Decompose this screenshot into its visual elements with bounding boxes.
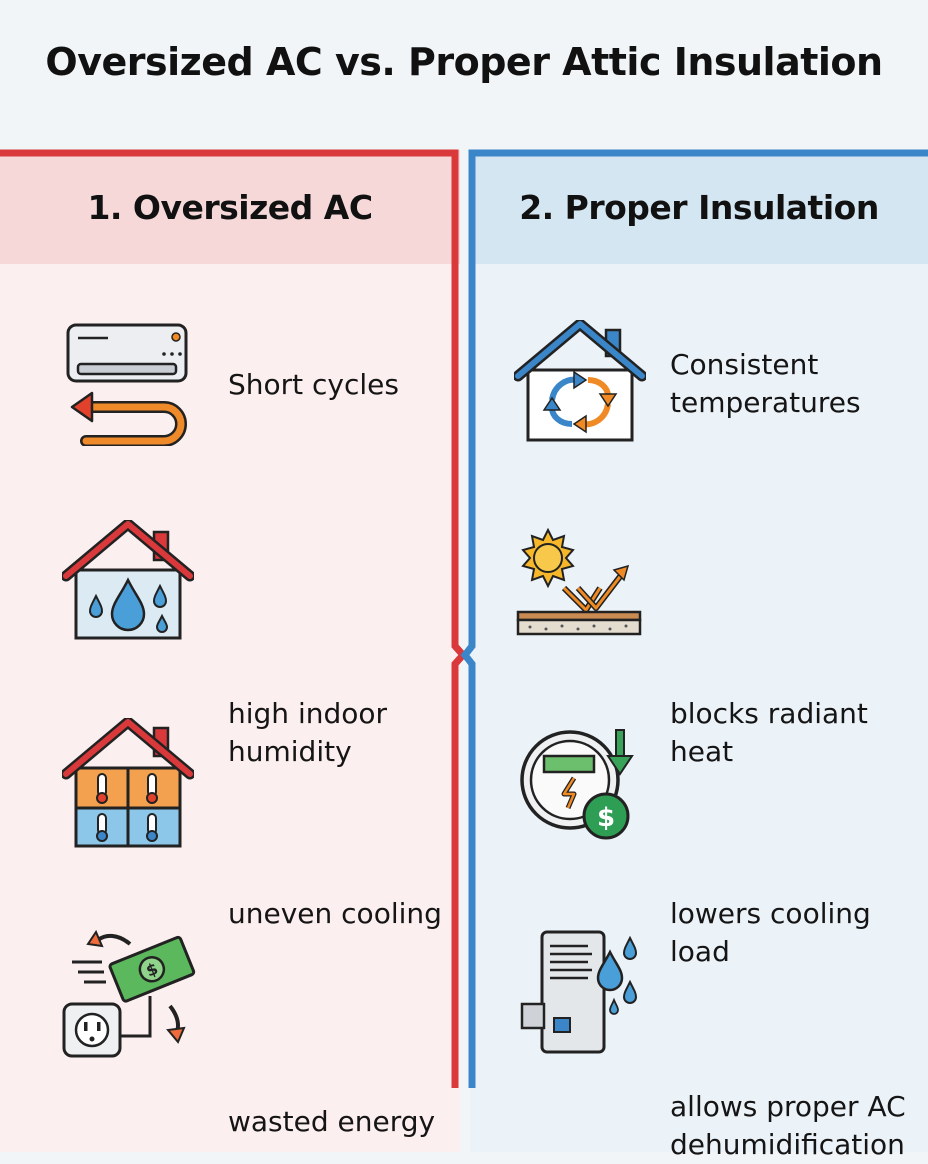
page-title: Oversized AC vs. Proper Attic Insulation xyxy=(45,40,883,84)
dehumidifier-icon xyxy=(520,930,638,1054)
left-item-label-1: Short cycles xyxy=(228,368,399,401)
ac-unit-cycle-icon xyxy=(66,323,188,446)
proper-insulation-column: 2. Proper Insulation Consistent temperat… xyxy=(470,150,928,1161)
uneven-temperature-house-icon xyxy=(62,718,194,848)
right-item-label-2: blocks radiant heat xyxy=(670,697,868,768)
humid-house-icon xyxy=(62,520,194,640)
left-item-label-4: wasted energy xyxy=(228,1105,436,1138)
right-column-heading: 2. Proper Insulation xyxy=(470,150,928,264)
money-outlet-icon: $ xyxy=(62,929,196,1058)
left-item-label-2: high indoor humidity xyxy=(228,697,388,768)
right-item-label-3: lowers cooling load xyxy=(670,897,871,968)
meter-dollar-icon: $ xyxy=(520,729,634,840)
left-accent-line xyxy=(0,149,468,1088)
right-item-label-1: Consistent temperatures xyxy=(670,348,861,419)
right-accent-line xyxy=(460,149,928,1088)
oversized-ac-column: 1. Oversized AC Short cycles high indoor… xyxy=(0,150,460,1152)
left-item-label-3: uneven cooling xyxy=(228,897,442,930)
svg-text:$: $ xyxy=(597,803,615,833)
sun-reflect-icon xyxy=(516,527,642,636)
house-recycle-arrows-icon xyxy=(514,320,646,442)
left-column-heading: 1. Oversized AC xyxy=(0,150,460,264)
